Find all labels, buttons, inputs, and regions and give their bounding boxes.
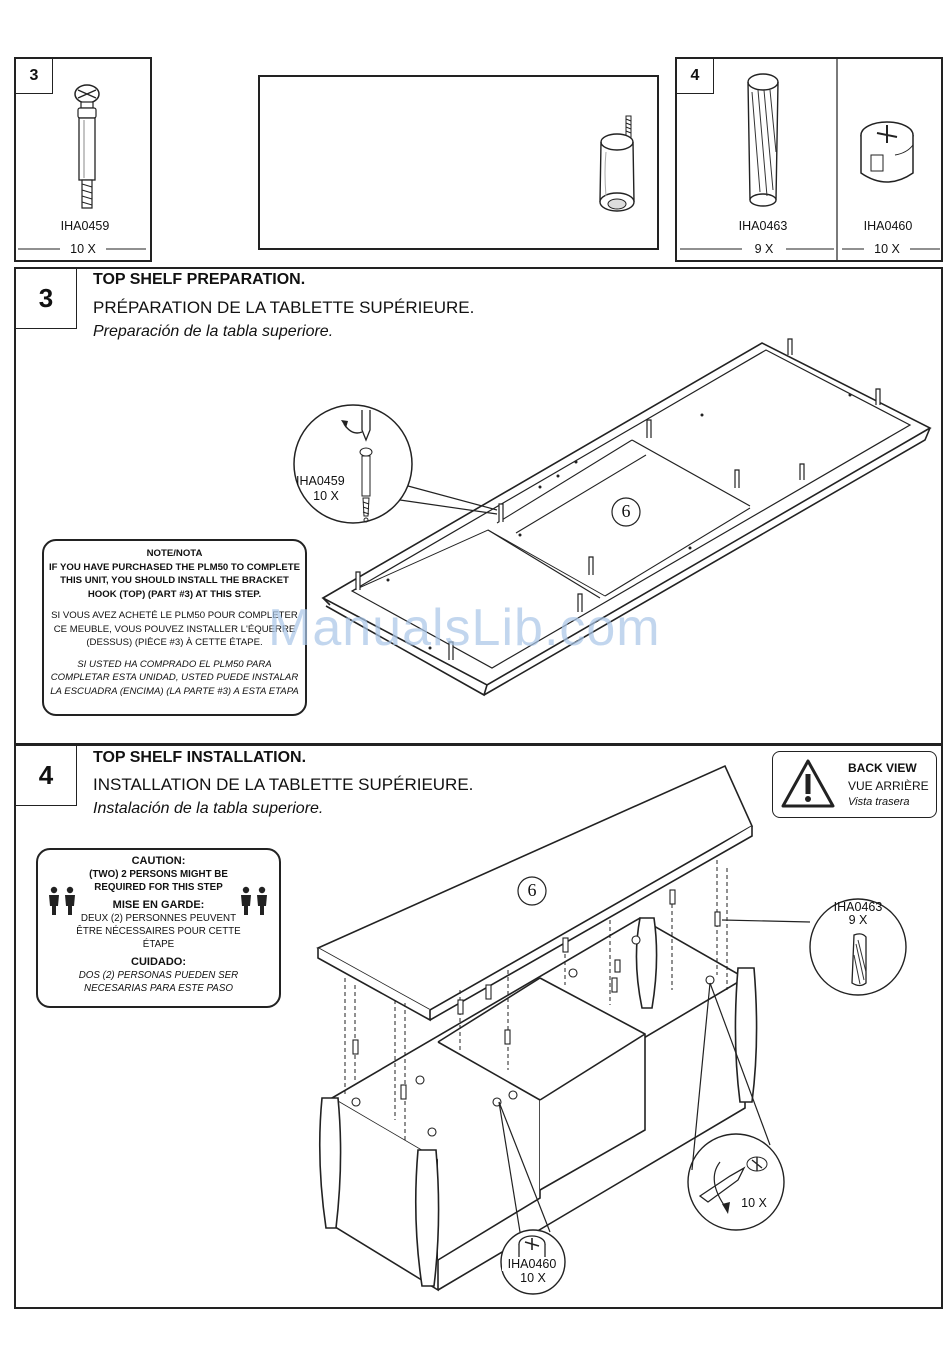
parts-panel-step3 bbox=[14, 57, 152, 262]
caution-text-en: (TWO) 2 PERSONS MIGHT BE REQUIRED FOR TH… bbox=[89, 869, 228, 893]
step4-number: 4 bbox=[16, 746, 77, 806]
back-view-es: Vista trasera bbox=[848, 796, 910, 808]
step3-title-es: Preparación de la tabla superiore. bbox=[93, 323, 334, 340]
back-view-box bbox=[772, 751, 937, 818]
step4-section bbox=[14, 744, 943, 1309]
dowel-callout-part: IHA0463 bbox=[833, 900, 883, 914]
dowel-icon bbox=[747, 73, 779, 207]
part-code-label: IHA0463 bbox=[738, 219, 788, 233]
shelf-part-number: 6 bbox=[621, 501, 631, 521]
step3-number: 3 bbox=[16, 269, 77, 329]
parts-step-number: 4 bbox=[677, 59, 714, 94]
two-persons-icon bbox=[241, 886, 267, 915]
leg-preview-box bbox=[258, 75, 659, 250]
watermark: ManualsLib.com bbox=[268, 599, 661, 657]
parts-panel-step4 bbox=[675, 57, 943, 262]
part-quantity: 9 X bbox=[742, 242, 786, 256]
step3-title-fr: PRÉPARATION DE LA TABLETTE SUPÉRIEURE. bbox=[93, 298, 475, 317]
callout-part-code: IHA0459 bbox=[296, 474, 345, 488]
screw-callout-qty: 10 X bbox=[741, 1196, 767, 1210]
cam-callout-part: IHA0460 bbox=[502, 1257, 562, 1271]
back-view-en: BACK VIEW bbox=[848, 761, 917, 775]
parts-step-number: 3 bbox=[16, 59, 53, 94]
two-persons-icon bbox=[49, 886, 75, 915]
part-code-label: IHA0460 bbox=[863, 219, 913, 233]
shelf-part-number: 6 bbox=[527, 880, 537, 900]
callout-quantity: 10 X bbox=[313, 489, 339, 503]
top-shelf-frame-drawing bbox=[293, 338, 932, 697]
part-code-label: IHA0459 bbox=[60, 219, 110, 233]
part-quantity: 10 X bbox=[864, 242, 910, 256]
caution-title-es: CUIDADO: bbox=[131, 956, 186, 968]
caution-text-fr: DEUX (2) PERSONNES PEUVENT ÊTRE NÉCESSAI… bbox=[76, 913, 241, 950]
cam-callout-qty: 10 X bbox=[520, 1271, 546, 1285]
note-title: NOTE/NOTA bbox=[146, 548, 203, 559]
back-view-fr: VUE ARRIÈRE bbox=[848, 779, 929, 793]
step4-title-es: Instalación de la tabla superiore. bbox=[93, 800, 324, 817]
step4-title-fr: INSTALLATION DE LA TABLETTE SUPÉRIEURE. bbox=[93, 775, 474, 794]
part-quantity: 10 X bbox=[60, 242, 106, 256]
leg-icon bbox=[599, 115, 635, 212]
note-text-es: SI USTED HA COMPRADO EL PLM50 PARA COMPL… bbox=[50, 658, 299, 697]
cam-lock-icon bbox=[860, 121, 914, 183]
step4-title-en: TOP SHELF INSTALLATION. bbox=[93, 749, 307, 766]
step3-title-en: TOP SHELF PREPARATION. bbox=[93, 271, 306, 288]
caution-title-en: CAUTION: bbox=[131, 855, 186, 867]
dowel-callout-qty: 9 X bbox=[848, 913, 868, 927]
caution-text-es: DOS (2) PERSONAS PUEDEN SER NECESARIAS P… bbox=[78, 970, 239, 994]
warning-triangle-icon bbox=[781, 759, 835, 808]
plm50-note-box: NOTE/NOTA IF YOU HAVE PURCHASED THE PLM5… bbox=[42, 539, 307, 716]
note-text-en: IF YOU HAVE PURCHASED THE PLM50 TO COMPL… bbox=[48, 561, 301, 600]
panel-divider bbox=[836, 58, 838, 260]
note-text-fr: SI VOUS AVEZ ACHETÉ LE PLM50 POUR COMPLE… bbox=[51, 610, 298, 648]
caution-box: CAUTION: (TWO) 2 PERSONS MIGHT BE REQUIR… bbox=[36, 848, 281, 1008]
screw-icon bbox=[74, 84, 100, 209]
caution-title-fr: MISE EN GARDE: bbox=[112, 899, 205, 911]
